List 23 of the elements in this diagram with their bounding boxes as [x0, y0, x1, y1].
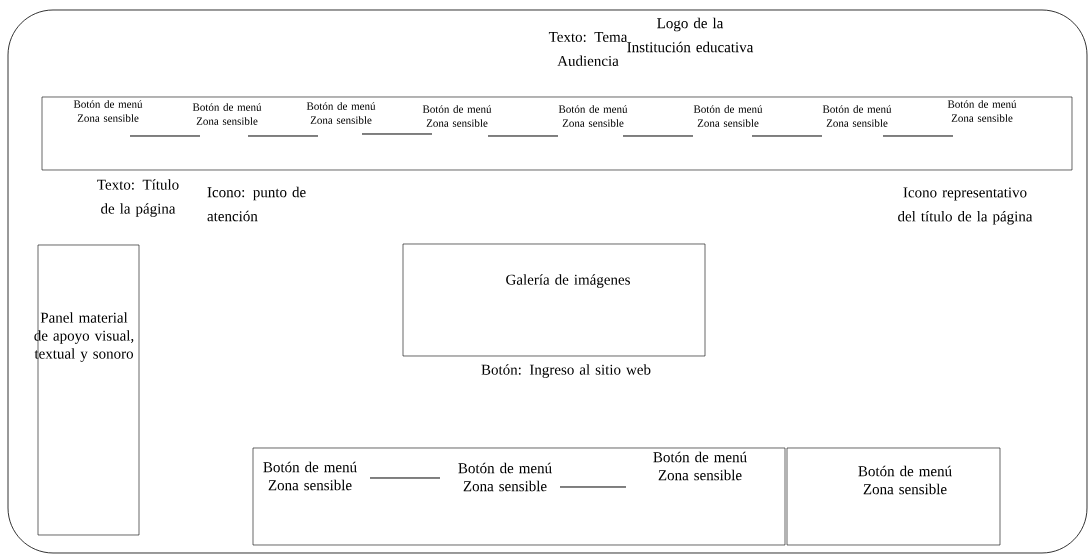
- annotation-text: Texto: Tema Audiencia: [548, 32, 628, 66]
- menu-box: [252, 447, 786, 546]
- gallery-box: [402, 243, 706, 357]
- menu-button-label: Botón de menú Zona sensible: [822, 105, 892, 127]
- menu-button-label: Botón de menú Zona sensible: [858, 465, 952, 495]
- box-label: Panel material de apoyo visual, textual y sonoro: [34, 312, 134, 362]
- menu-button-label: Botón de menú Zona sensible: [653, 451, 747, 481]
- menu-button-label: Botón de menú Zona sensible: [263, 461, 357, 491]
- menu-button-label: Botón de menú Zona sensible: [306, 102, 376, 124]
- annotation-text: Icono representativo del título de la página: [898, 187, 1033, 225]
- menu-button-label: Botón de menú Zona sensible: [192, 103, 262, 125]
- menu-box: [786, 447, 1001, 546]
- menu-button-label: Botón de menú Zona sensible: [458, 462, 552, 492]
- annotation-text: Icono: punto de atención: [207, 186, 306, 222]
- menu-box: [41, 96, 1073, 171]
- menu-button-label: Botón de menú Zona sensible: [558, 105, 628, 127]
- box-label: Galería de imágenes: [506, 274, 630, 288]
- menu-button-label: Botón de menú Zona sensible: [73, 100, 143, 122]
- menu-button-label: Botón de menú Zona sensible: [693, 105, 763, 127]
- menu-button-label: Botón de menú Zona sensible: [947, 100, 1017, 122]
- annotation-text: Texto: Título de la página: [97, 179, 179, 217]
- menu-button-label: Botón de menú Zona sensible: [422, 105, 492, 127]
- annotation-text: Logo de la Institución educativa: [627, 17, 754, 53]
